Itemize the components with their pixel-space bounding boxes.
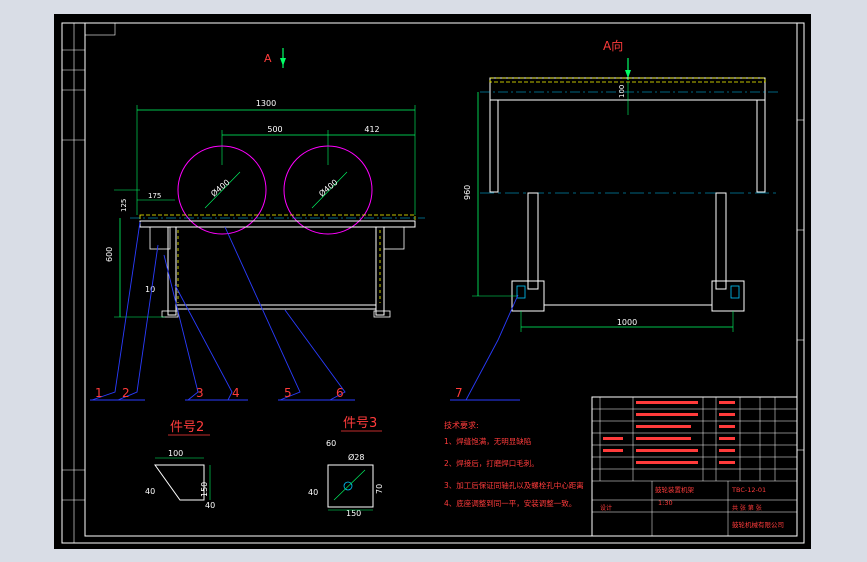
side-post-left xyxy=(489,99,499,193)
dim-175: 175 xyxy=(148,192,161,200)
balloon-2: 2 xyxy=(122,386,130,400)
inner-frame xyxy=(84,22,798,537)
foot-left xyxy=(161,310,179,318)
balloon-5: 5 xyxy=(284,386,292,400)
tb-drawing-no: TBC-12-01 xyxy=(731,486,766,494)
balloon-6: 6 xyxy=(336,386,344,400)
balloon-3: 3 xyxy=(196,386,204,400)
side-post-right xyxy=(756,99,766,193)
side-view: A向 100 960 1000 7 xyxy=(450,38,780,401)
title-block: 鼓轮装置机架 1:30 TBC-12-01 鼓轮机械有限公司 设计 共 张 第 … xyxy=(591,396,798,537)
view-label-side: A向 xyxy=(603,38,623,53)
detail-3-dim-hole: Ø28 xyxy=(348,452,364,462)
balloon-7: 7 xyxy=(455,386,463,400)
dim-960: 960 xyxy=(463,185,472,200)
detail-3-dim-right: 70 xyxy=(375,484,384,494)
right-ticks xyxy=(797,119,804,451)
tech-item-2: 2、焊接后，打磨焊口毛刺。 xyxy=(444,458,539,468)
bom-grid xyxy=(592,397,797,536)
side-leg-right xyxy=(715,192,727,290)
dim-600: 600 xyxy=(105,247,114,262)
foot-right xyxy=(373,310,391,318)
gusset-left xyxy=(149,226,171,250)
balloon-1: 1 xyxy=(95,386,103,400)
detail-2-dim-right: 150 xyxy=(200,482,209,497)
view-label-front: A xyxy=(264,52,272,65)
tb-scale: 1:30 xyxy=(658,499,673,507)
side-top-frame xyxy=(489,77,766,101)
tb-designer: 设计 xyxy=(600,504,612,512)
detail-2-dim-top: 100 xyxy=(168,449,183,458)
detail-2-title: 件号2 xyxy=(170,420,204,435)
tech-item-4: 4、底座调整到同一平，安装调整一致。 xyxy=(444,498,576,508)
leg-right xyxy=(375,226,385,316)
detail-3-dim-top: 60 xyxy=(326,439,336,448)
tech-heading: 技术要求: xyxy=(444,420,479,430)
side-base-right xyxy=(711,280,745,312)
tb-company: 鼓轮机械有限公司 xyxy=(732,520,784,529)
detail-3-dim-bottom: 150 xyxy=(346,509,361,518)
dim-10: 10 xyxy=(145,285,155,294)
tech-item-3: 3、加工后保证同轴孔以及螺栓孔中心距离 xyxy=(444,480,584,490)
detail-2-dim-left: 40 xyxy=(145,487,155,496)
dim-412: 412 xyxy=(364,125,379,134)
detail-2-dim-bottom: 40 xyxy=(205,501,215,510)
dim-500: 500 xyxy=(267,125,282,134)
sheet-background xyxy=(54,14,811,549)
bom-text-marks xyxy=(603,401,735,464)
dim-100: 100 xyxy=(618,85,626,98)
gusset-right xyxy=(383,226,405,250)
dim-125: 125 xyxy=(120,199,128,212)
tech-item-1: 1、焊缝饱满，无明显缺陷 xyxy=(444,436,531,446)
drum-circle-1 xyxy=(177,145,267,235)
left-strip xyxy=(62,23,85,543)
tb-name: 鼓轮装置机架 xyxy=(655,485,695,494)
balloon-leaders-front xyxy=(90,221,355,401)
detail-2: 件号2 100 40 150 40 xyxy=(145,420,215,510)
balloon-4: 4 xyxy=(232,386,240,400)
detail-3-title: 件号3 xyxy=(343,416,377,431)
corner-tab xyxy=(84,22,116,36)
side-leg-left xyxy=(527,192,539,290)
tb-sheet: 共 张 第 张 xyxy=(732,504,762,512)
drum-circle-2 xyxy=(283,145,373,235)
detail-3-dim-left: 40 xyxy=(308,488,318,497)
detail-3: 件号3 60 Ø28 40 70 150 xyxy=(308,416,384,518)
dim-1300: 1300 xyxy=(256,99,276,108)
view-arrowhead-a xyxy=(280,58,286,66)
dim-1000: 1000 xyxy=(617,318,637,327)
technical-requirements: 技术要求: 1、焊缝饱满，无明显缺陷 2、焊接后，打磨焊口毛刺。 3、加工后保证… xyxy=(444,420,584,508)
